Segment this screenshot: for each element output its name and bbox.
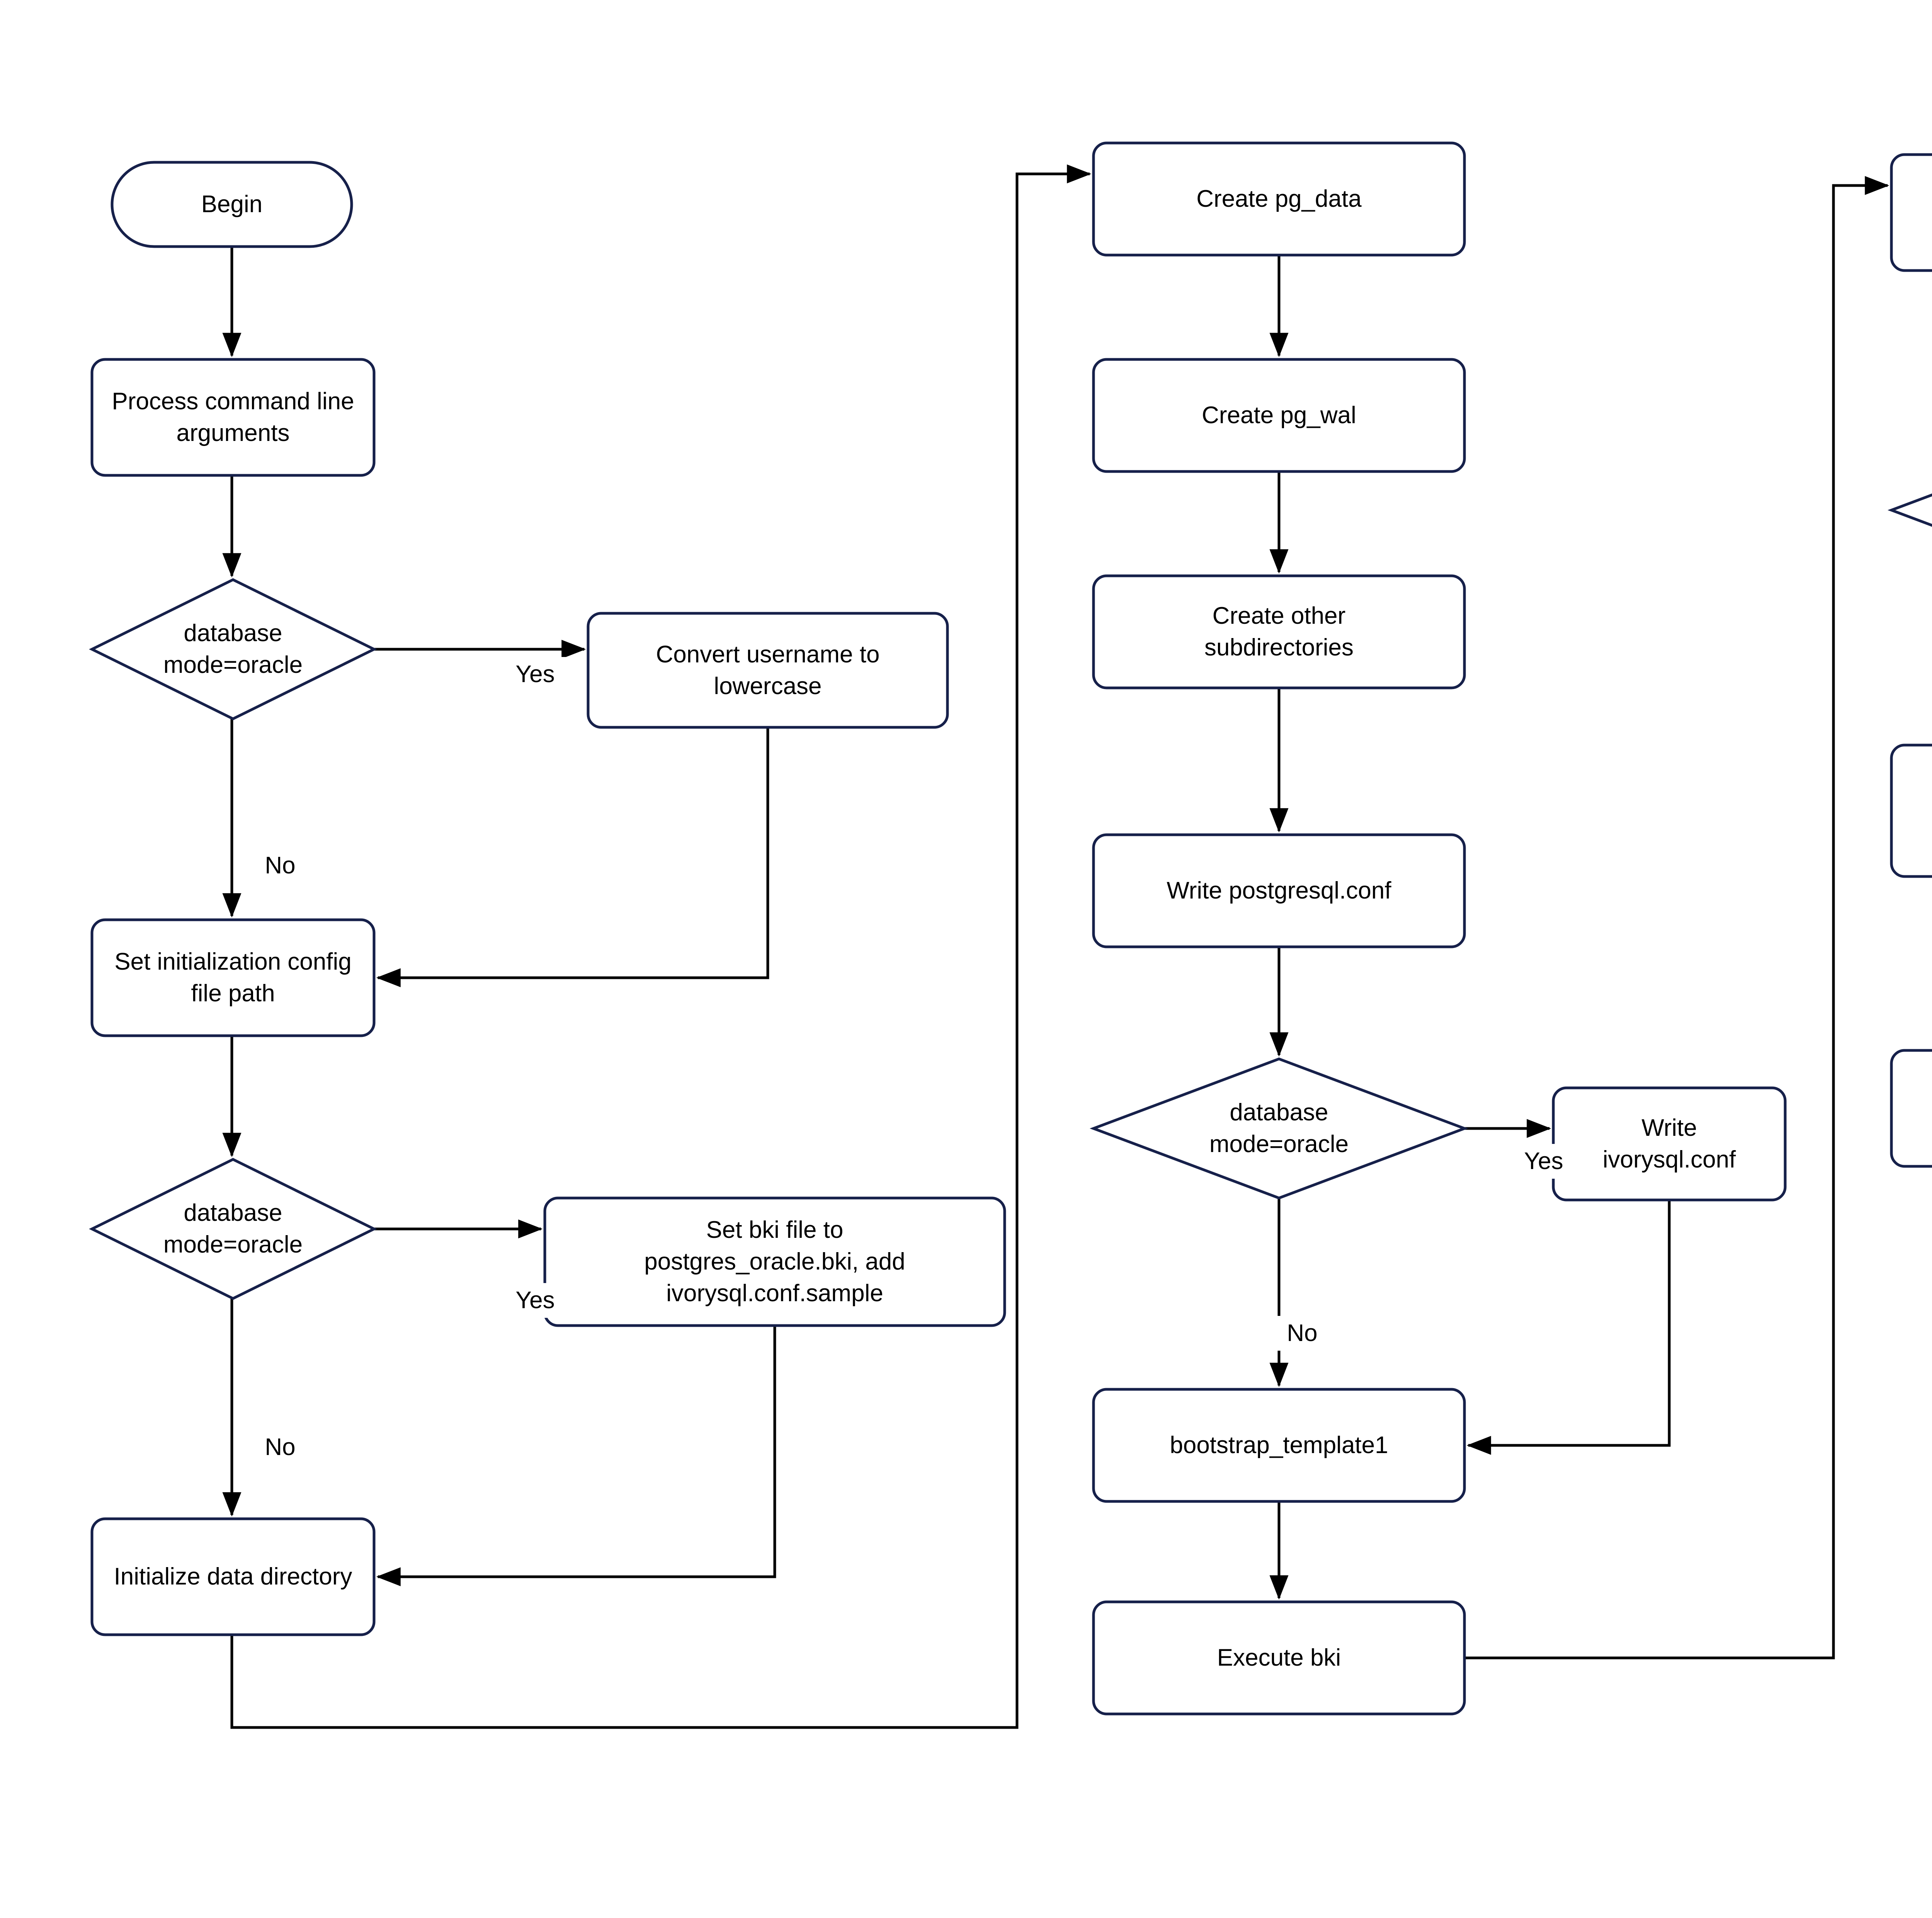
node-set-config-path[interactable] <box>90 918 376 1037</box>
node-begin[interactable] <box>111 161 353 248</box>
node-write-ivorysql-conf[interactable] <box>1552 1086 1787 1202</box>
node-process-args[interactable] <box>90 358 376 477</box>
node-load-templates[interactable] <box>1890 744 1932 878</box>
connector-convert-to-setconfig <box>376 727 769 987</box>
node-write-postgres-conf[interactable] <box>1092 833 1466 948</box>
connector-setbki-to-initdir <box>376 1326 776 1586</box>
connector-layer <box>222 164 1889 1729</box>
node-decision-2[interactable] <box>89 1158 377 1300</box>
node-set-bki-file[interactable] <box>543 1196 1006 1327</box>
node-decision-1[interactable] <box>89 578 377 720</box>
node-convert-username[interactable] <box>587 612 949 729</box>
node-init-data-dir[interactable] <box>90 1517 376 1636</box>
node-init-db-objects[interactable] <box>1890 153 1932 272</box>
node-bootstrap-template1[interactable] <box>1092 1388 1466 1503</box>
connector-executebki-to-initobjects <box>1464 176 1889 1659</box>
node-execute-bki[interactable] <box>1092 1600 1466 1715</box>
node-create-pg-data[interactable] <box>1092 141 1466 257</box>
node-decision-4[interactable] <box>1888 441 1932 580</box>
node-print-completion[interactable] <box>1890 1049 1932 1168</box>
node-decision-3[interactable] <box>1090 1057 1468 1200</box>
connector-initdir-to-createpgdata <box>230 164 1092 1729</box>
node-create-other-dirs[interactable] <box>1092 574 1466 689</box>
connector-ivorysql-to-bootstrap <box>1466 1200 1671 1455</box>
node-layer <box>89 141 1932 1715</box>
node-create-pg-wal[interactable] <box>1092 358 1466 473</box>
